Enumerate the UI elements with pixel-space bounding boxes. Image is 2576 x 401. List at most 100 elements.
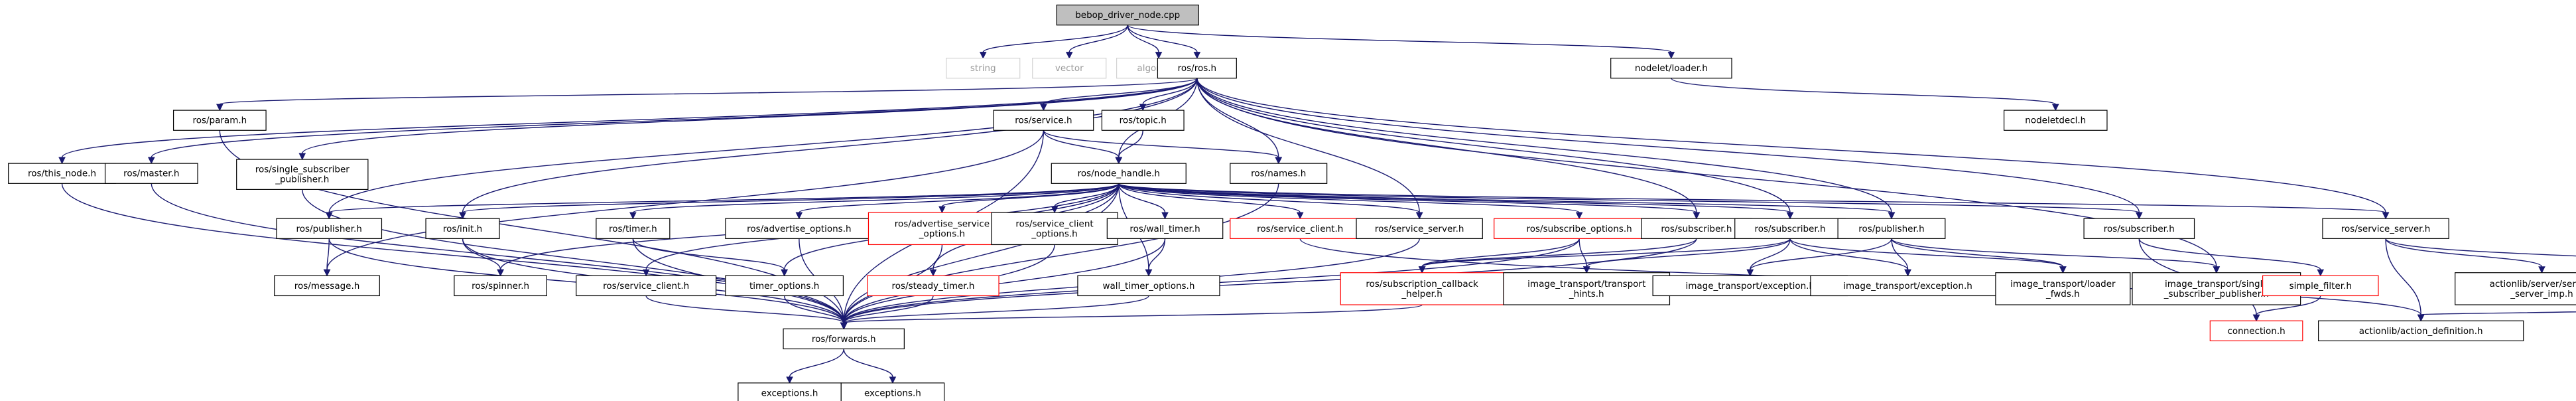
edge-simple_filter-to-connection	[2252, 295, 2321, 322]
edge-ros_node_handle-to-ros_service_server_b	[1118, 183, 2390, 220]
node-ros-publisher[interactable]: ros/publisher.h	[276, 218, 383, 239]
node-label: ros/service_server.h	[2341, 224, 2431, 234]
node-ros-names[interactable]: ros/names.h	[1230, 163, 1328, 184]
node-exceptions-a[interactable]: exceptions.h	[738, 382, 842, 401]
node-ros-topic[interactable]: ros/topic.h	[1101, 110, 1185, 131]
node-nodelet-loader[interactable]: nodelet/loader.h	[1610, 57, 1732, 79]
edge-ros_single_sub_pub-to-ros_forwards	[302, 189, 848, 330]
node-label: ros/init.h	[443, 224, 482, 234]
node-label: ros/subscriber.h	[1754, 224, 1825, 234]
node-actionlib-service-server-imp[interactable]: actionlib/server/service_server_imp.h	[2455, 272, 2576, 305]
edge-bebop_driver_node-to-ros_ros	[1127, 25, 1201, 59]
node-label: ros/wall_timer.h	[1129, 224, 1200, 234]
edge-ros_topic-to-ros_node_handle	[1115, 130, 1143, 165]
edge-ros_node_handle-to-ros_subscriber_b	[1118, 183, 1794, 220]
node-ros-this-node[interactable]: ros/this_node.h	[8, 163, 116, 184]
edge-bebop_driver_node-to-vector	[1065, 25, 1128, 59]
node-image-transport-single-sub-pub[interactable]: image_transport/single_subscriber_publis…	[2132, 272, 2301, 305]
node-wall-timer-options[interactable]: wall_timer_options.h	[1077, 275, 1220, 297]
node-ros-forwards[interactable]: ros/forwards.h	[783, 328, 905, 350]
node-label: ros/subscription_callback	[1366, 279, 1478, 289]
edge-ros_node_handle-to-ros_wall_timer	[1118, 183, 1169, 220]
edge-ros_ros-to-image_transport_single_sub_pub	[1196, 78, 2221, 274]
node-ros-spinner[interactable]: ros/spinner.h	[454, 275, 547, 297]
edge-ros_service_server_b-to-actionlib_service_server_imp	[2385, 238, 2545, 274]
node-label: nodelet/loader.h	[1635, 63, 1708, 74]
node-ros-subscriber-c[interactable]: ros/subscriber.h	[2083, 218, 2195, 239]
node-label: ros/single_subscriber	[255, 165, 350, 175]
node-label: ros/topic.h	[1120, 116, 1167, 126]
node-ros-service-client-options[interactable]: ros/service_client_options.h	[991, 212, 1118, 246]
edge-ros_publisher_b-to-image_transport_loader_fwds	[1891, 238, 2067, 274]
node-nodeletdecl[interactable]: nodeletdecl.h	[2003, 110, 2108, 131]
node-connection[interactable]: connection.h	[2209, 320, 2303, 342]
edge-ros_node_handle-to-ros_subscriber_c	[1118, 183, 2143, 220]
node-ros-steady-timer[interactable]: ros/steady_timer.h	[867, 275, 999, 297]
node-ros-init[interactable]: ros/init.h	[425, 218, 500, 239]
node-ros-node-handle[interactable]: ros/node_handle.h	[1051, 163, 1187, 184]
node-label: ros/publisher.h	[296, 224, 362, 234]
edge-ros_ros-to-ros_subscriber_b	[1196, 78, 1794, 220]
node-label: ros/service.h	[1015, 116, 1072, 126]
node-ros-service-server[interactable]: ros/service_server.h	[1356, 218, 1483, 239]
node-label: ros/service_client.h	[1257, 224, 1343, 234]
edge-ros_subscription_callback_helper-to-ros_forwards	[840, 304, 1423, 330]
node-ros-publisher-b[interactable]: ros/publisher.h	[1837, 218, 1946, 239]
edge-ros_subscriber_b-to-image_transport_loader_fwds	[1789, 238, 2067, 274]
node-label: actionlib/server/service	[2490, 279, 2576, 289]
node-label: actionlib/action_definition.h	[2359, 326, 2483, 337]
node-label: exceptions.h	[864, 388, 921, 398]
node-ros-param[interactable]: ros/param.h	[172, 110, 267, 131]
node-ros-subscriber[interactable]: ros/subscriber.h	[1641, 218, 1752, 239]
node-simple-filter[interactable]: simple_filter.h	[2262, 275, 2379, 297]
node-exceptions-b[interactable]: exceptions.h	[840, 382, 945, 401]
node-image-transport-exception-b[interactable]: image_transport/exception.h	[1810, 275, 2006, 297]
node-ros-subscribe-options[interactable]: ros/subscribe_options.h	[1494, 218, 1665, 239]
node-label: _fwds.h	[2045, 289, 2080, 299]
node-label: ros/subscriber.h	[2104, 224, 2175, 234]
node-label: image_transport/loader	[2010, 279, 2116, 289]
edge-ros_subscriber_b-to-image_transport_exception_a	[1746, 238, 1791, 277]
node-ros-service-client-red[interactable]: ros/service_client.h	[1230, 218, 1371, 239]
edge-ros_ros-to-ros_publisher	[325, 78, 1198, 220]
node-ros-single-sub-pub[interactable]: ros/single_subscriber_publisher.h	[236, 159, 369, 190]
node-label: nodeletdecl.h	[2025, 116, 2086, 126]
node-ros-ros[interactable]: ros/ros.h	[1157, 57, 1237, 79]
node-ros-advertise-options[interactable]: ros/advertise_options.h	[725, 218, 873, 239]
edge-ros_subscriber_b-to-image_transport_transport_hints	[1582, 238, 1791, 274]
node-ros-subscriber-b[interactable]: ros/subscriber.h	[1734, 218, 1846, 239]
node-label: _server_imp.h	[2510, 289, 2573, 299]
edge-ros_wall_timer-to-wall_timer_options	[1145, 238, 1166, 277]
node-label: ros/advertise_service	[895, 218, 990, 229]
node-actionlib-action-definition[interactable]: actionlib/action_definition.h	[2318, 320, 2524, 342]
node-ros-service[interactable]: ros/service.h	[993, 110, 1094, 131]
node-label: exceptions.h	[761, 388, 818, 398]
node-ros-service-server-b[interactable]: ros/service_server.h	[2322, 218, 2449, 239]
node-timer-options[interactable]: timer_options.h	[725, 275, 844, 297]
edge-ros_subscriber_b-to-ros_subscription_callback_helper	[1418, 238, 1791, 274]
edge-ros_ros-to-ros_this_node	[58, 78, 1198, 165]
edge-ros_node_handle-to-ros_advertise_service_options	[938, 183, 1120, 214]
node-label: string	[970, 63, 996, 74]
node-label: ros/param.h	[192, 116, 247, 126]
edge-ros_publisher_b-to-image_transport_single_sub_pub	[1891, 238, 2221, 274]
node-label: timer_options.h	[749, 281, 819, 291]
graph-nodes: bebop_driver_node.cppstringvectoralgorit…	[8, 4, 2576, 401]
node-label: ros/message.h	[294, 281, 360, 291]
edge-ros_ros-to-ros_param	[216, 78, 1198, 112]
node-label: ros/subscriber.h	[1661, 224, 1732, 234]
node-ros-subscription-callback-helper[interactable]: ros/subscription_callback_helper.h	[1340, 272, 1504, 305]
node-image-transport-loader-fwds[interactable]: image_transport/loader_fwds.h	[1995, 272, 2131, 305]
edge-ros_service-to-ros_node_handle	[1043, 130, 1123, 165]
node-ros-timer[interactable]: ros/timer.h	[596, 218, 671, 239]
node-bebop-driver-node[interactable]: bebop_driver_node.cpp	[1056, 4, 1199, 26]
node-ros-message[interactable]: ros/message.h	[274, 275, 380, 297]
node-image-transport-transport-hints[interactable]: image_transport/transport_hints.h	[1503, 272, 1671, 305]
node-ros-service-client[interactable]: ros/service_client.h	[576, 275, 717, 297]
edge-bebop_driver_node-to-algorithm	[1127, 25, 1163, 59]
node-ros-wall-timer[interactable]: ros/wall_timer.h	[1106, 218, 1224, 239]
node-ros-master[interactable]: ros/master.h	[104, 163, 198, 184]
node-label: ros/subscribe_options.h	[1527, 224, 1632, 234]
node-label: image_transport/transport	[1527, 279, 1645, 289]
